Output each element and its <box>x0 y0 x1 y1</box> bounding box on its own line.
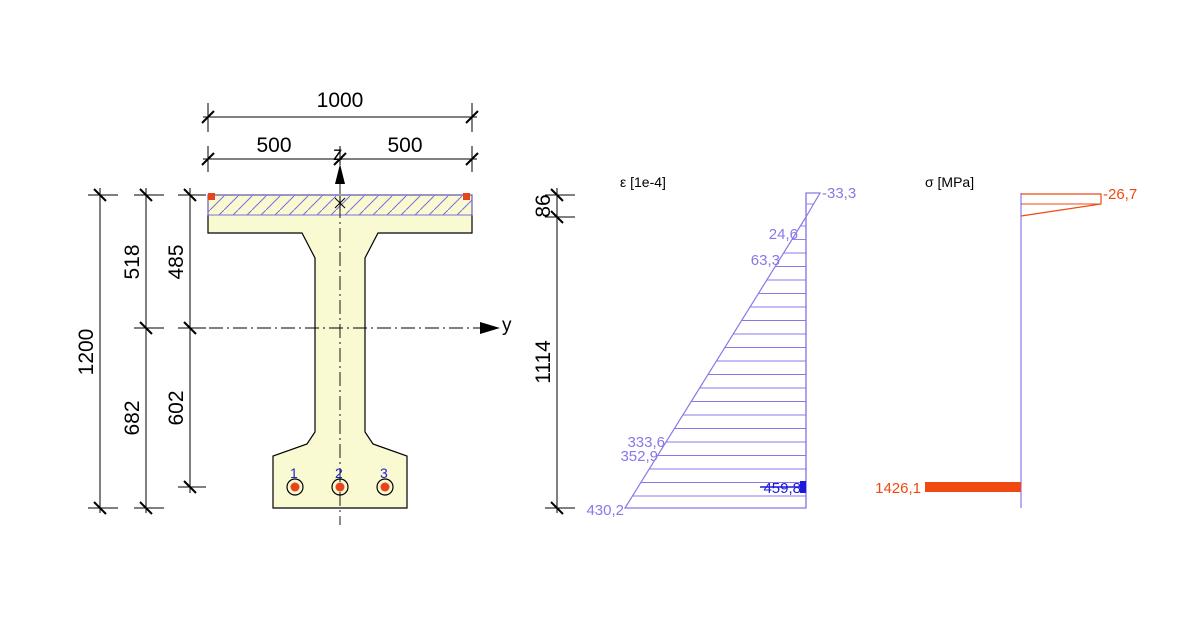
strain-dim-main: 1114 <box>532 340 555 384</box>
rebar-2-label: 2 <box>335 465 343 481</box>
dim-height-total: 1200 <box>75 329 98 376</box>
corner-point-left <box>208 193 215 200</box>
steel-stress-bar <box>925 482 1021 492</box>
rebar-1 <box>286 478 304 496</box>
rebar-3-label: 3 <box>380 465 388 481</box>
strain-label-2: 63,3 <box>751 252 780 269</box>
strain-label-top: -33,3 <box>822 185 856 202</box>
corner-point-right <box>463 193 470 200</box>
y-axis-label: y <box>502 315 512 336</box>
strain-bar-marker <box>800 481 806 493</box>
top-dimensions <box>201 103 479 172</box>
strain-label-3: 333,6 <box>627 434 665 451</box>
dim-upper-to-centroid: 518 <box>121 244 144 279</box>
strain-label-bottom: 430,2 <box>586 502 624 519</box>
left-dimensions <box>88 188 206 515</box>
strain-label-4: 352,9 <box>620 448 658 465</box>
y-axis-arrow <box>480 322 500 334</box>
rebar-1-label: 1 <box>290 465 298 481</box>
stress-label-steel: 1426,1 <box>875 480 921 497</box>
strain-dimensions <box>545 188 575 515</box>
stress-label-concrete: -26,7 <box>1103 186 1137 203</box>
dim-lower-from-centroid: 682 <box>121 400 144 435</box>
dim-upper-to-rebar: 485 <box>165 244 188 279</box>
strain-label-bars: 459,8 <box>763 480 801 497</box>
z-axis-label: z <box>333 144 343 165</box>
dim-width-right: 500 <box>387 134 422 157</box>
strain-hatch-lines <box>632 203 814 497</box>
strain-dim-top: 86 <box>532 194 555 217</box>
dim-width-left: 500 <box>256 134 291 157</box>
stress-header: σ [MPa] <box>925 174 974 190</box>
dim-lower-to-rebar: 602 <box>165 390 188 425</box>
stress-diagram: σ [MPa] -26,7 1426,1 <box>875 174 1137 508</box>
strain-profile <box>623 192 822 509</box>
concrete-stress-block <box>1020 193 1102 217</box>
strain-diagram: ε [1e-4] 86 1114 -33,3 24,6 63,3 333,6 3… <box>532 174 856 519</box>
rebar-2 <box>331 478 349 496</box>
cross-section: y z 1 2 3 <box>185 144 512 525</box>
strain-header: ε [1e-4] <box>620 174 666 190</box>
dim-width-total: 1000 <box>317 89 364 112</box>
z-axis-arrow <box>335 164 345 184</box>
strain-label-1: 24,6 <box>769 226 798 243</box>
rebar-3 <box>376 478 394 496</box>
